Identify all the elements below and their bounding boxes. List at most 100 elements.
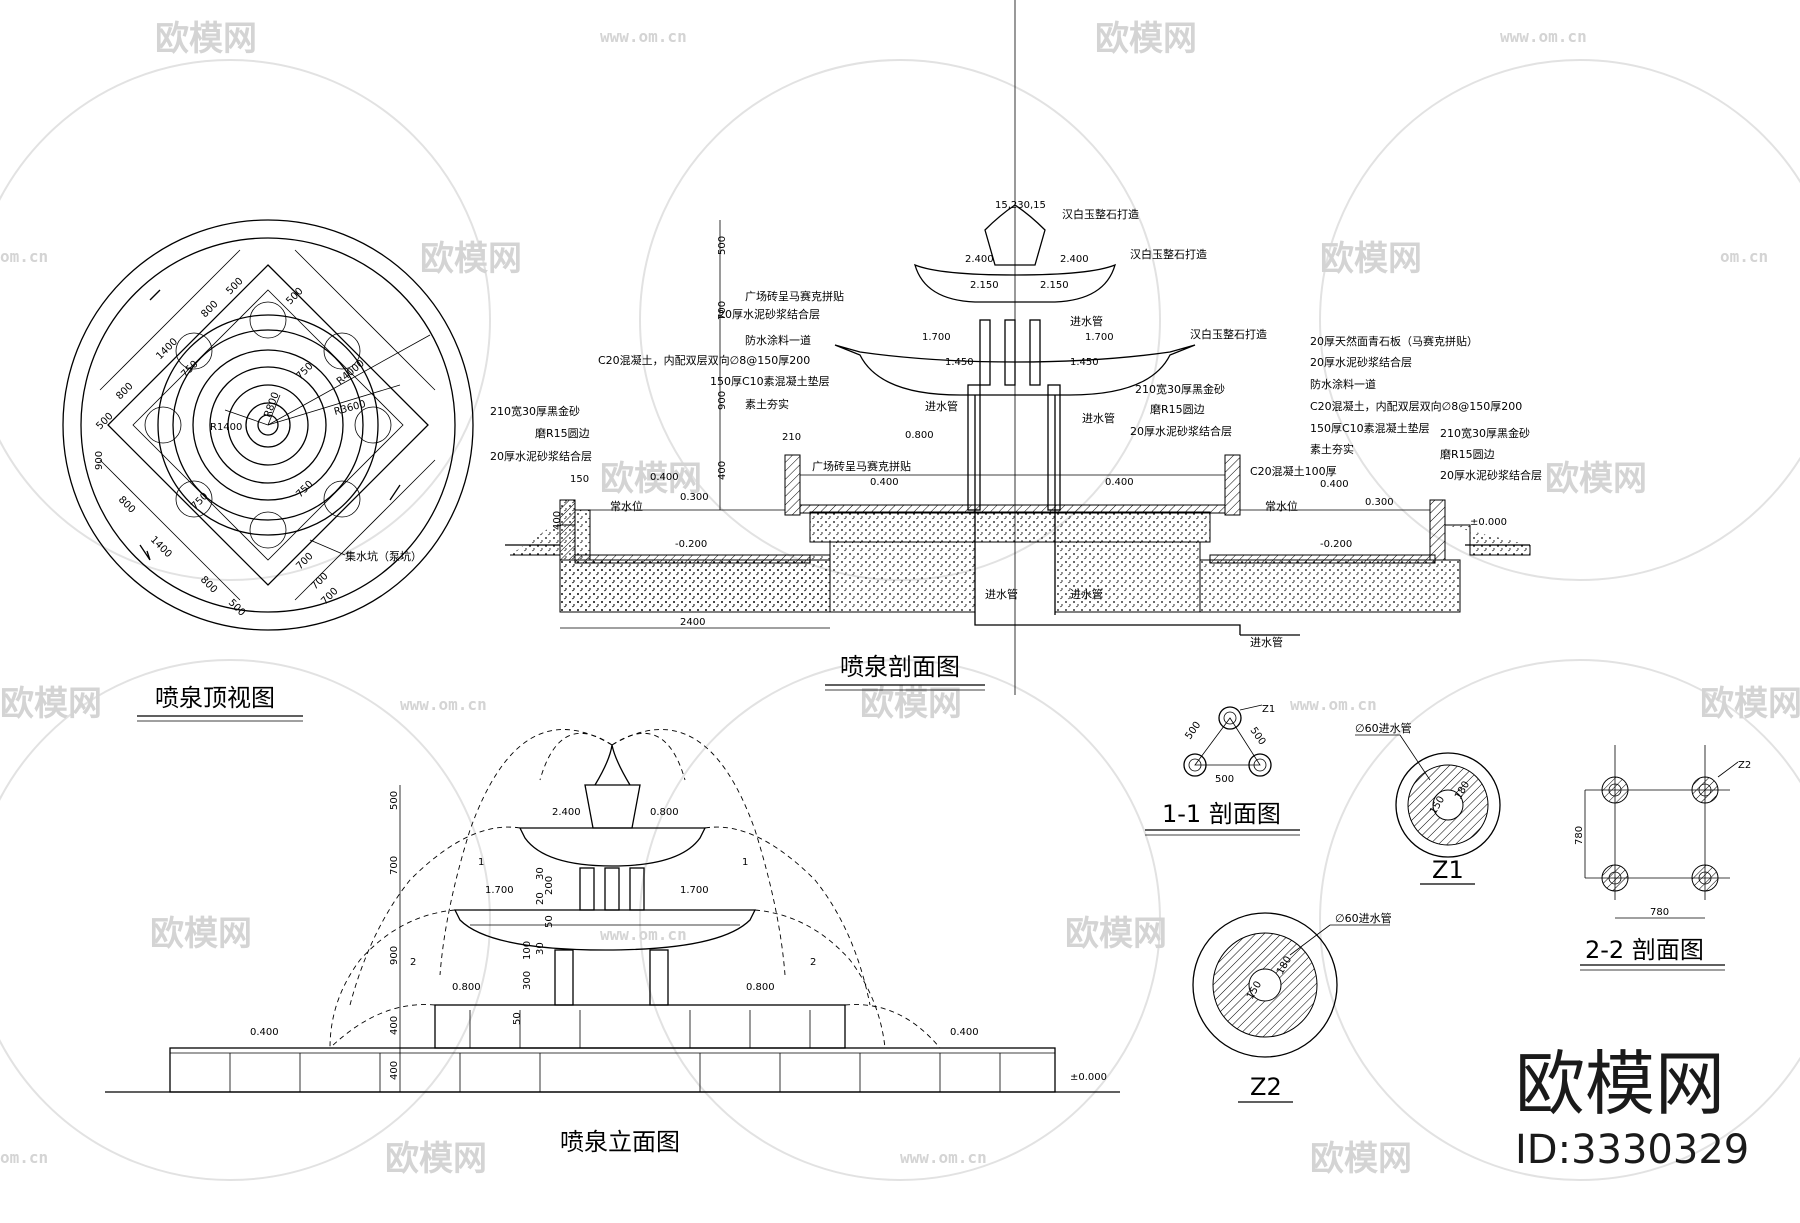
vert-dim: 700 — [717, 301, 728, 320]
vert-dim: 500 — [717, 236, 728, 255]
normal-water: 常水位 — [1265, 499, 1298, 513]
dim-label: 800 — [116, 494, 137, 515]
vert-dim: 500 — [389, 791, 400, 810]
svg-text:200: 200 — [544, 876, 555, 895]
level: 1.700 — [680, 885, 709, 896]
outer-basin-joints — [229, 1053, 1001, 1092]
watermark-url: www.om.cn — [900, 1148, 987, 1167]
right-slab — [1199, 559, 1461, 613]
fountain-elevation: 1 1 2 2 2.400 0.800 1.700 1.700 0.800 0.… — [105, 729, 1120, 1156]
sec22-dim: 780 — [1574, 826, 1585, 845]
svg-text:150厚C10素混凝土垫层: 150厚C10素混凝土垫层 — [1310, 421, 1430, 435]
left-slab — [559, 559, 831, 613]
watermark-brand: 欧模网 — [385, 1139, 487, 1179]
top-finial — [984, 204, 1046, 266]
dim-label: 900 — [94, 451, 105, 470]
watermark-brand: 欧模网 — [600, 459, 702, 499]
level: 1.700 — [922, 332, 951, 343]
watermark-url: om.cn — [0, 1148, 48, 1167]
detail-z1: ∅60进水管 150 180 Z1 — [1355, 721, 1501, 885]
svg-text:20厚水泥砂浆结合层: 20厚水泥砂浆结合层 — [1440, 468, 1542, 482]
level: 0.400 — [1320, 479, 1349, 490]
watermark-brand: 欧模网 — [1320, 239, 1422, 279]
svg-text:210宽30厚黑金砂: 210宽30厚黑金砂 — [1440, 426, 1530, 440]
sec11-dim: 500 — [1248, 725, 1268, 747]
mid-notes: 210宽30厚黑金砂 磨R15圆边 20厚水泥砂浆结合层 — [1130, 382, 1232, 438]
watermark-url: om.cn — [0, 247, 48, 266]
top-finial — [584, 784, 641, 829]
level: 0.400 — [950, 1027, 979, 1038]
left-floor — [574, 554, 811, 564]
left-notes: 广场砖呈马赛克拼贴 20厚水泥砂浆结合层 防水涂料一道 C20混凝土，内配双层双… — [598, 289, 844, 411]
section-mark: 2 — [810, 957, 816, 968]
center-left-wall — [784, 454, 801, 516]
sec22-label: Z2 — [1738, 760, 1751, 771]
sec11-label: Z1 — [1262, 704, 1275, 715]
level: 0.300 — [680, 492, 709, 503]
vert-dim: 700 — [389, 856, 400, 875]
right-edge-notes: 210宽30厚黑金砂 磨R15圆边 20厚水泥砂浆结合层 — [1440, 426, 1542, 482]
inlet-label: 进水管 — [925, 399, 958, 413]
section-mark: 2 — [410, 957, 416, 968]
dim-label: 800 — [114, 381, 135, 402]
watermark-url: www.om.cn — [600, 27, 687, 46]
level: ±0.000 — [1070, 1072, 1107, 1083]
level: 0.800 — [452, 982, 481, 993]
right-notes: 20厚天然面青石板（马赛克拼贴） 20厚水泥砂浆结合层 防水涂料一道 C20混凝… — [1310, 334, 1522, 456]
top-dims: 15,230,15 — [995, 200, 1046, 211]
z2-pipe: ∅60进水管 — [1335, 911, 1392, 925]
svg-text:广场砖呈马赛克拼贴: 广场砖呈马赛克拼贴 — [745, 289, 844, 303]
outer-circle — [62, 219, 474, 631]
title-elevation: 喷泉立面图 — [560, 1128, 680, 1156]
lower-bowl — [453, 909, 757, 951]
dim-label: 700 — [294, 551, 315, 572]
dim-label: 750 — [294, 479, 315, 500]
watermark-brand: 欧模网 — [1095, 19, 1197, 59]
outer-basin — [169, 1047, 1056, 1093]
section-mark: 1 — [742, 857, 748, 868]
z1-pipe: ∅60进水管 — [1355, 721, 1412, 735]
svg-text:防水涂料一道: 防水涂料一道 — [1310, 377, 1376, 391]
svg-text:C20混凝土，内配双层双向∅8@150厚200: C20混凝土，内配双层双向∅8@150厚200 — [1310, 399, 1522, 413]
watermark-url: www.om.cn — [1500, 27, 1587, 46]
ring-3 — [209, 366, 327, 484]
watermark-url: www.om.cn — [600, 925, 687, 944]
center-right-wall — [1224, 454, 1241, 516]
sec11-dim: 500 — [1215, 774, 1234, 785]
dim-2400: 2400 — [680, 617, 705, 628]
brand-block: 欧模网 ID:3330329 — [1515, 1043, 1749, 1173]
watermark-brand: 欧模网 — [150, 914, 252, 954]
svg-text:150厚C10素混凝土垫层: 150厚C10素混凝土垫层 — [710, 374, 830, 388]
normal-water: 常水位 — [610, 499, 643, 513]
left-edge-notes: 210宽30厚黑金砂 磨R15圆边 20厚水泥砂浆结合层 — [490, 404, 592, 463]
watermark-url: www.om.cn — [400, 695, 487, 714]
level: -0.200 — [675, 539, 707, 550]
section-1-1: Z1 500 500 500 1-1 剖面图 — [1145, 704, 1300, 836]
vert-dim: 400 — [717, 461, 728, 480]
lower-bowl — [834, 344, 1196, 396]
fountain-section: 500 700 900 400 400 2400 15,230,15 2.400… — [490, 0, 1542, 695]
scallops — [144, 301, 392, 549]
ring-2 — [192, 349, 344, 501]
svg-text:210宽30厚黑金砂: 210宽30厚黑金砂 — [490, 404, 580, 418]
level: 2.400 — [1060, 254, 1089, 265]
watermark-url: om.cn — [1720, 247, 1768, 266]
title-section-2-2: 2-2 剖面图 — [1585, 936, 1704, 964]
svg-text:20厚水泥砂浆结合层: 20厚水泥砂浆结合层 — [490, 449, 592, 463]
level: -0.200 — [1320, 539, 1352, 550]
section-columns — [967, 319, 1061, 511]
square-basin — [107, 264, 429, 586]
svg-text:300: 300 — [522, 971, 533, 990]
dim-label: 500 — [224, 276, 245, 297]
carve-note: 汉白玉整石打造 — [1190, 327, 1267, 341]
watermark-brand: 欧模网 — [1310, 1139, 1412, 1179]
svg-text:50: 50 — [512, 1012, 523, 1025]
vert-dim: 400 — [552, 511, 563, 530]
sec11-dim: 500 — [1183, 720, 1203, 742]
brand-logo-text: 欧模网 — [1515, 1043, 1725, 1125]
svg-text:50: 50 — [544, 915, 555, 928]
center-jet — [257, 414, 279, 436]
level: 1.450 — [1070, 357, 1099, 368]
inlet-label: 进水管 — [1070, 314, 1103, 328]
